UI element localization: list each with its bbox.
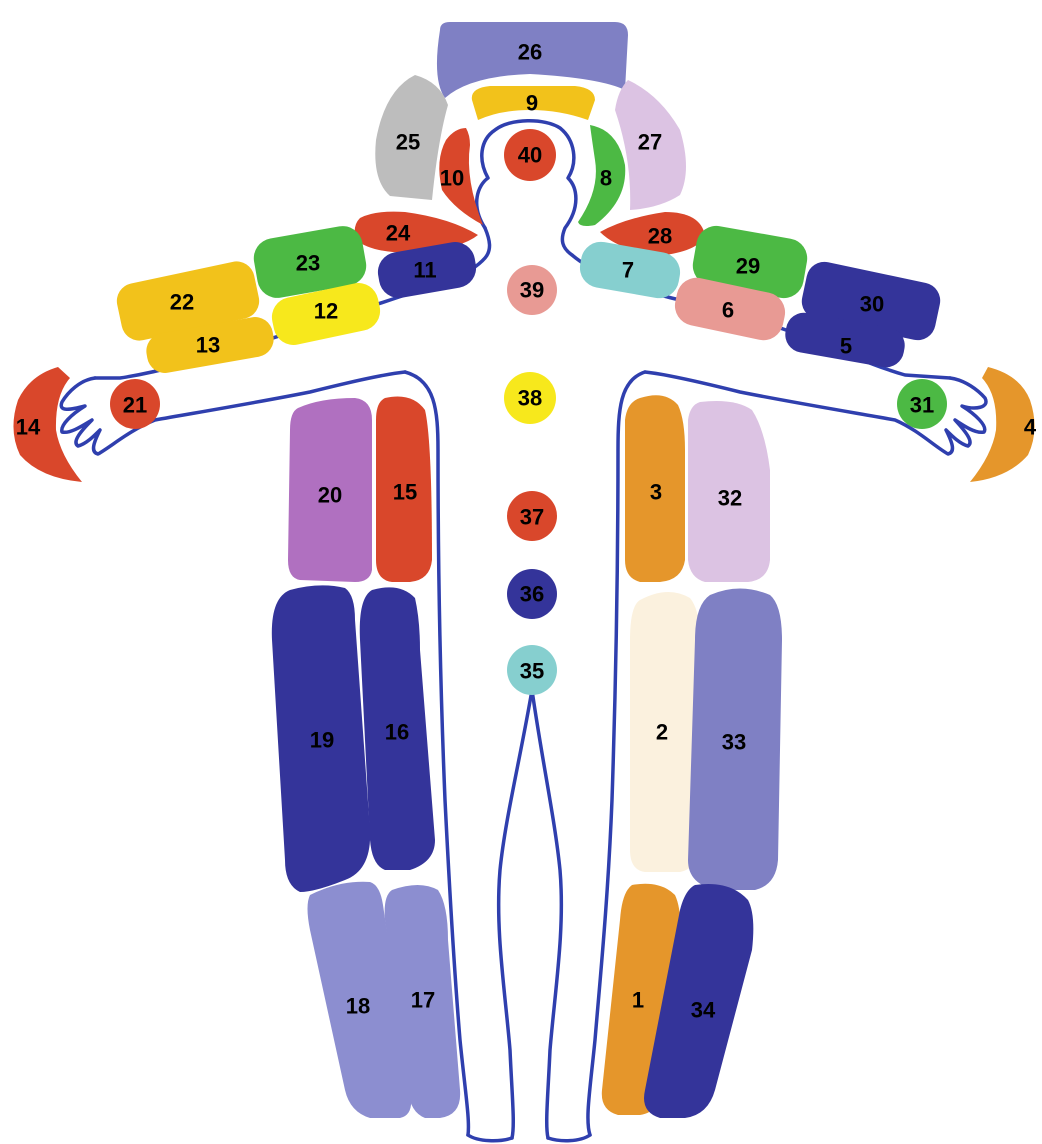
- zone-label-39: 39: [520, 278, 544, 303]
- zone-label-38: 38: [518, 386, 542, 411]
- zone-label-26: 26: [518, 40, 542, 65]
- zone-label-19: 19: [310, 728, 334, 753]
- left-inner-leg-outline: [499, 690, 532, 1138]
- zone-label-18: 18: [346, 994, 370, 1019]
- zone-label-30: 30: [860, 292, 884, 317]
- zone-label-20: 20: [318, 483, 342, 508]
- zone-label-4: 4: [1024, 415, 1037, 440]
- zone-label-17: 17: [411, 988, 435, 1013]
- zone-label-33: 33: [722, 730, 746, 755]
- zone-label-22: 22: [170, 290, 194, 315]
- zone-label-15: 15: [393, 480, 417, 505]
- zone-label-31: 31: [910, 393, 934, 418]
- zone-label-13: 13: [196, 333, 220, 358]
- left-foot-outline: [468, 1135, 512, 1141]
- right-inner-leg-outline: [532, 690, 561, 1138]
- zone-label-16: 16: [385, 720, 409, 745]
- zone-label-14: 14: [16, 415, 41, 440]
- zone-label-36: 36: [520, 582, 544, 607]
- zone-label-3: 3: [650, 480, 662, 505]
- zone-label-1: 1: [632, 988, 644, 1013]
- zones-group: [13, 22, 1034, 1118]
- zone-label-24: 24: [386, 221, 411, 246]
- zone-label-7: 7: [622, 258, 634, 283]
- zone-label-21: 21: [123, 393, 147, 418]
- zone-label-37: 37: [520, 505, 544, 530]
- zone-label-12: 12: [314, 299, 338, 324]
- zone-label-2: 2: [656, 720, 668, 745]
- zone-label-11: 11: [413, 258, 436, 283]
- right-foot-outline: [548, 1135, 590, 1141]
- zone-label-5: 5: [840, 334, 852, 359]
- zone-label-32: 32: [718, 486, 742, 511]
- zone-label-34: 34: [691, 998, 716, 1023]
- zone-label-27: 27: [638, 130, 662, 155]
- zone-label-40: 40: [518, 143, 542, 168]
- zone-label-28: 28: [648, 224, 672, 249]
- zone-label-25: 25: [396, 130, 420, 155]
- zone-label-35: 35: [520, 659, 544, 684]
- zone-label-10: 10: [440, 166, 464, 191]
- zone-label-29: 29: [736, 254, 760, 279]
- zone-label-6: 6: [722, 298, 734, 323]
- zone-label-8: 8: [600, 166, 612, 191]
- zone-label-9: 9: [526, 91, 538, 116]
- zone-label-23: 23: [296, 251, 320, 276]
